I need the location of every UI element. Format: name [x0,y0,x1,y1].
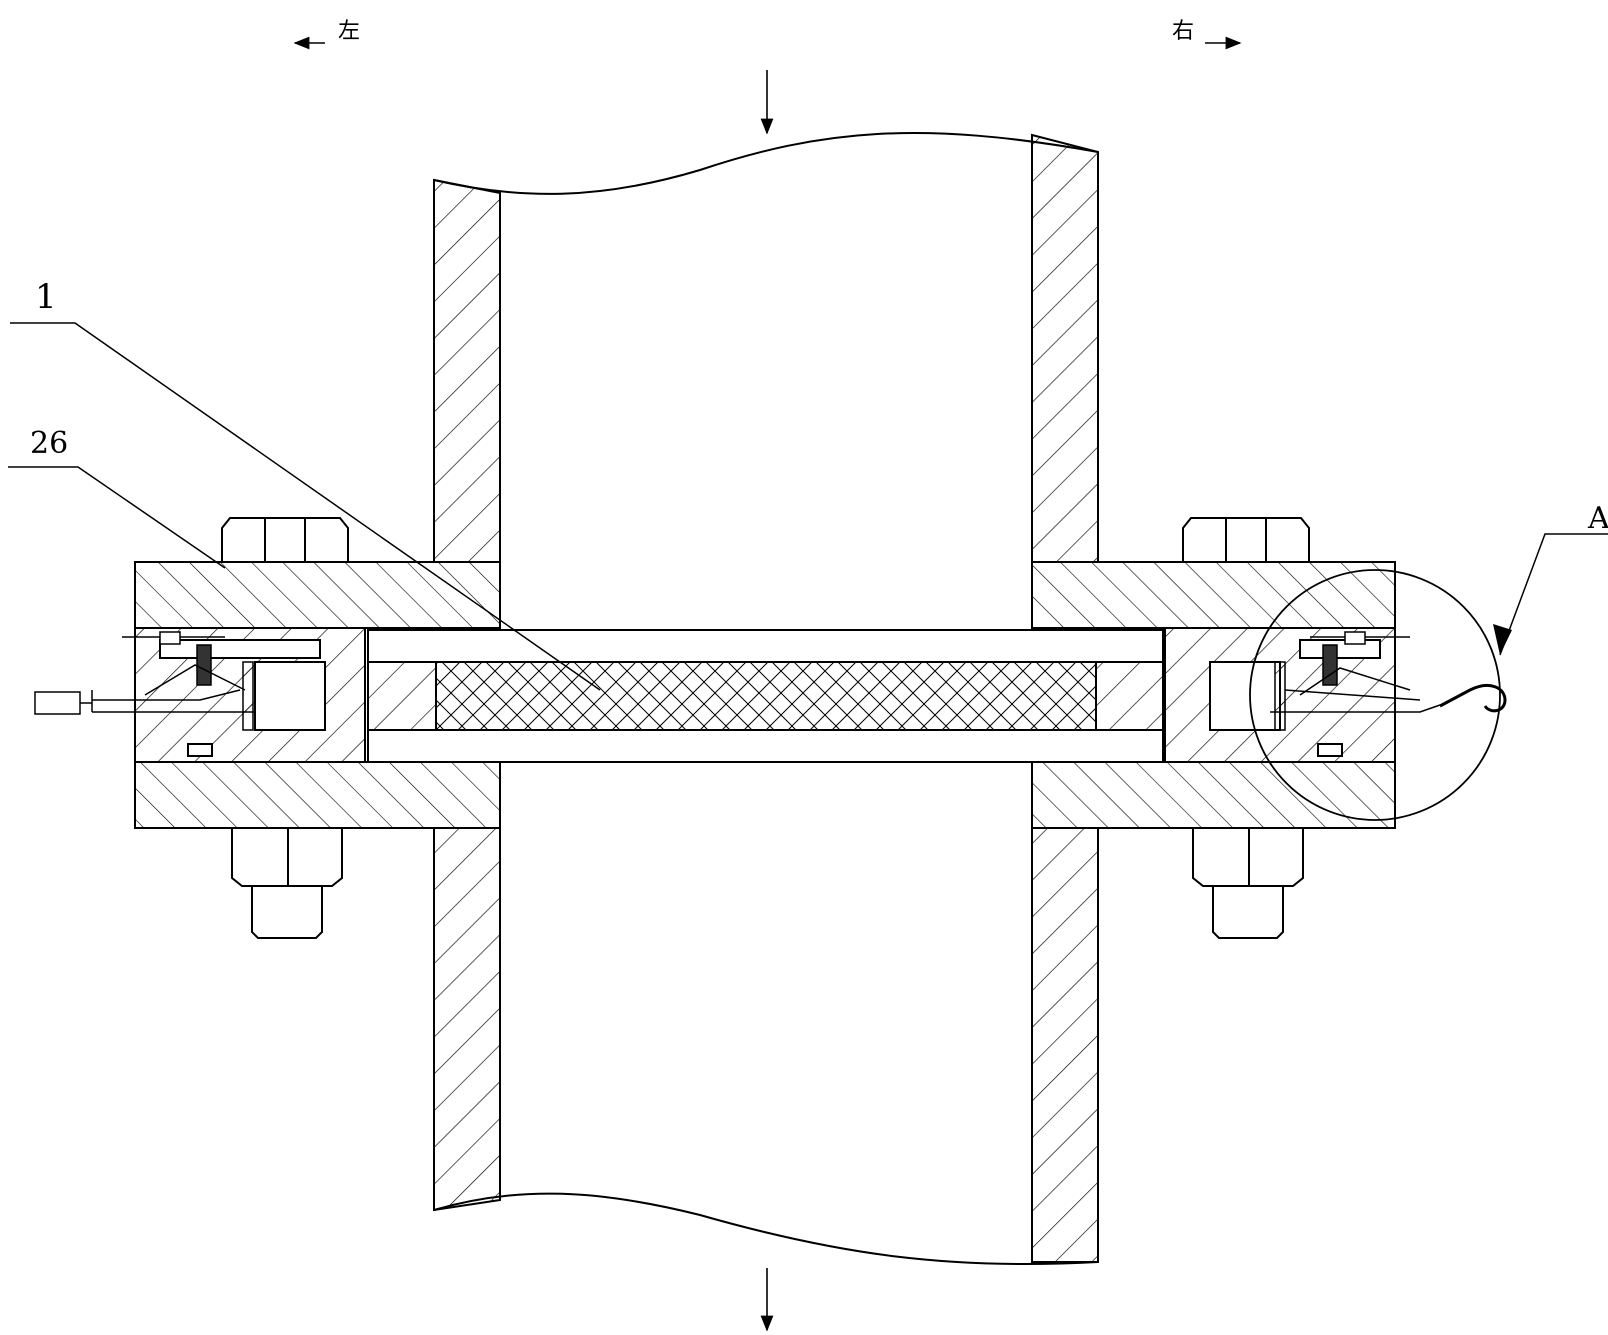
filter-element [435,661,1097,731]
left-direction-label: 左 [338,19,360,44]
hook-icon [1439,684,1507,713]
detail-circle-a [1249,569,1501,821]
part-label-1: 1 [35,277,57,317]
upper-flange [134,561,1396,629]
upper-pipe [433,132,1099,563]
right-sensor-assembly [1270,631,1441,731]
hex-bolt-icon [221,517,1310,563]
filter-side-right [1095,661,1164,731]
right-direction-label: 右 [1172,19,1194,44]
arrow-icon [1493,624,1512,655]
hex-nut-icon [231,827,1304,939]
part-label-26: 26 [30,426,68,461]
lower-pipe [433,827,1099,1266]
lower-flange [134,761,1396,829]
gasket-rings [367,629,1164,763]
direction-arrows [293,36,1242,1332]
leader-lines [8,322,1608,691]
filter-side-left [367,661,437,731]
detail-label-a: A [1587,501,1608,536]
left-sensor-assembly [34,631,256,731]
